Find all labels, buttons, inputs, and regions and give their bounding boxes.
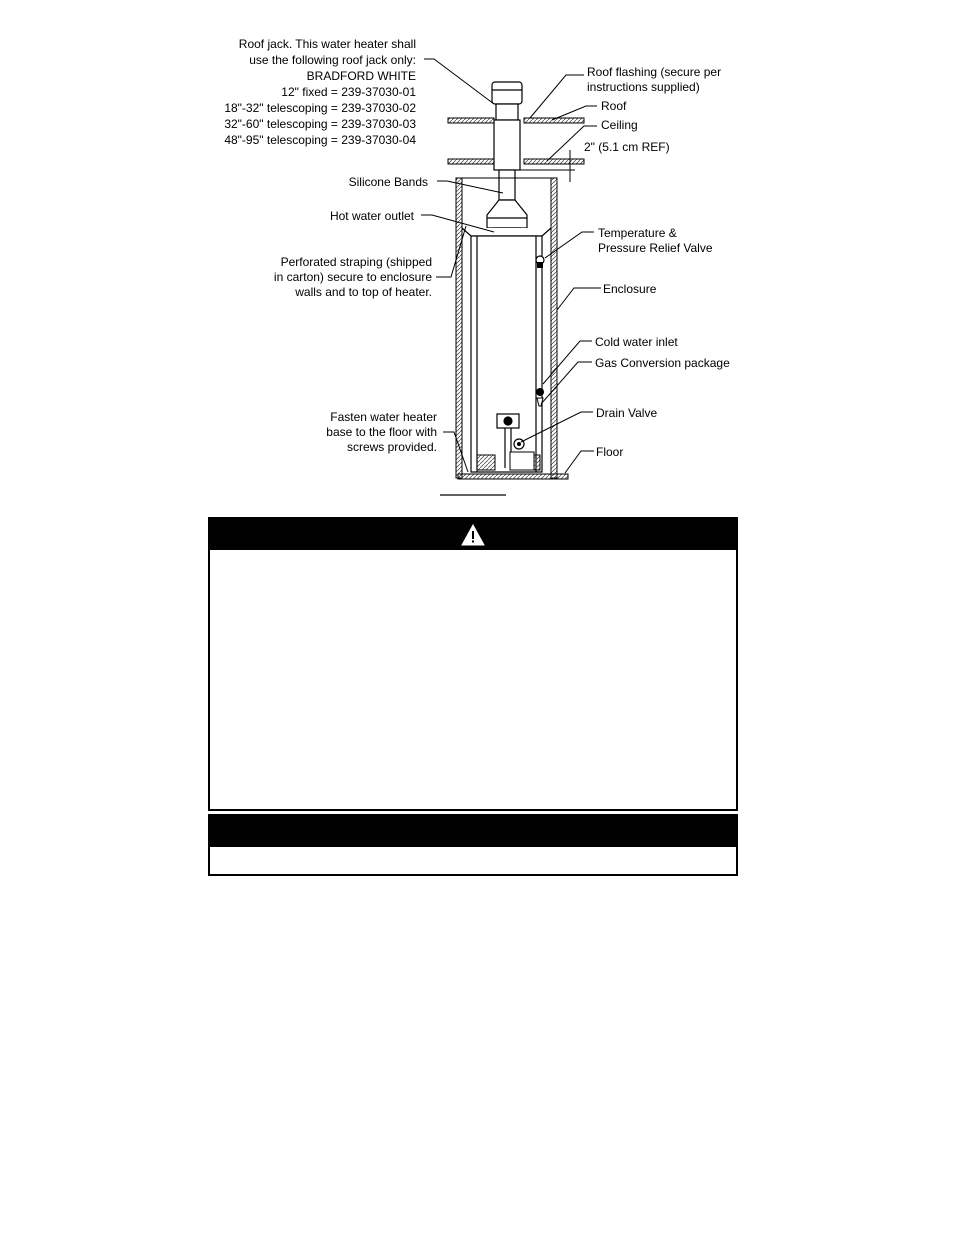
ceiling-label: Ceiling — [601, 118, 638, 132]
floor-label: Floor — [596, 445, 623, 459]
svg-text:in carton) secure to enclosure: in carton) secure to enclosure — [274, 270, 432, 284]
svg-text:Perforated straping (shipped: Perforated straping (shipped — [281, 255, 432, 269]
caution-header — [210, 816, 736, 847]
caution-box — [208, 814, 738, 876]
tp-relief-valve — [535, 255, 545, 268]
hot-water-outlet-label: Hot water outlet — [330, 209, 415, 223]
tp-valve-label: Temperature & Pressure Relief Valve — [598, 226, 713, 255]
svg-text:32"-60" telescoping = 239-3703: 32"-60" telescoping = 239-37030-03 — [224, 117, 416, 131]
gas-conversion-label: Gas Conversion package — [595, 356, 730, 370]
floor-line — [457, 473, 569, 480]
roof-jack-label: Roof jack. This water heater shall use t… — [224, 37, 416, 147]
svg-text:Pressure Relief Valve: Pressure Relief Valve — [598, 241, 713, 255]
enclosure — [455, 177, 558, 479]
silicone-bands-label: Silicone Bands — [349, 175, 428, 189]
water-heater-tank — [461, 227, 552, 473]
warning-header — [210, 519, 736, 550]
svg-text:12" fixed = 239-37030-01: 12" fixed = 239-37030-01 — [281, 85, 416, 99]
fasten-base-label: Fasten water heater base to the floor wi… — [326, 410, 437, 454]
svg-text:use the following roof jack on: use the following roof jack only: — [249, 53, 416, 67]
svg-text:18"-32" telescoping = 239-3703: 18"-32" telescoping = 239-37030-02 — [224, 101, 416, 115]
drain-valve-label: Drain Valve — [596, 406, 657, 420]
burner-base — [476, 451, 541, 471]
drain-valve — [513, 438, 525, 450]
roof-jack — [486, 81, 528, 235]
svg-text:screws provided.: screws provided. — [347, 440, 437, 454]
svg-text:walls and to top of heater.: walls and to top of heater. — [294, 285, 432, 299]
svg-text:48"-95" telescoping = 239-3703: 48"-95" telescoping = 239-37030-04 — [224, 133, 416, 147]
svg-text:Roof flashing (secure per: Roof flashing (secure per — [587, 65, 721, 79]
perforated-strapping-label: Perforated straping (shipped in carton) … — [274, 255, 432, 299]
warning-triangle-icon — [461, 523, 485, 545]
roof-flashing-label: Roof flashing (secure per instructions s… — [587, 65, 721, 94]
svg-text:Fasten water heater: Fasten water heater — [330, 410, 437, 424]
svg-text:instructions supplied): instructions supplied) — [587, 80, 700, 94]
leader-lines — [421, 58, 601, 474]
svg-text:BRADFORD WHITE: BRADFORD WHITE — [307, 69, 416, 83]
clearance-label: 2" (5.1 cm REF) — [584, 140, 670, 154]
cold-water-inlet-label: Cold water inlet — [595, 335, 678, 349]
svg-text:Temperature &: Temperature & — [598, 226, 677, 240]
svg-text:base to the floor with: base to the floor with — [326, 425, 437, 439]
enclosure-label: Enclosure — [603, 282, 657, 296]
roof-label: Roof — [601, 99, 627, 113]
svg-text:Roof jack. This water heater s: Roof jack. This water heater shall — [239, 37, 416, 51]
warning-box — [208, 517, 738, 811]
gas-control-valve — [496, 413, 520, 468]
